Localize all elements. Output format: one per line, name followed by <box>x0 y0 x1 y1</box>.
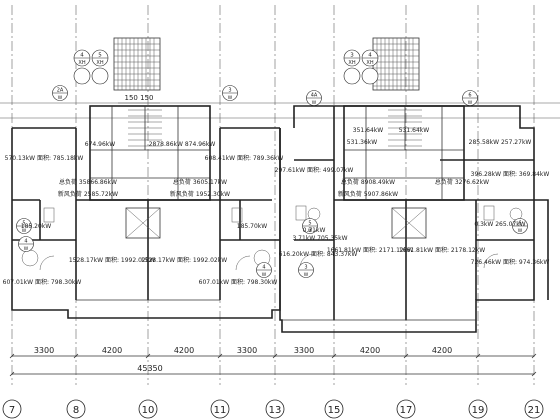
room-load-label: 总负荷 3605.17kW <box>173 178 227 186</box>
dimension-value: 3300 <box>237 346 257 355</box>
axis-bubble <box>468 399 488 419</box>
detail-tag-number: 3 <box>350 53 354 59</box>
section-tag-sheet: W <box>24 246 29 252</box>
section-tag-number: 6 <box>468 93 471 99</box>
building-walls <box>11 105 549 333</box>
detail-tag-number: 4 <box>80 53 84 59</box>
room-load-label: 0.3kW 265.07kW <box>474 221 525 228</box>
detail-tag-sheet: XH <box>96 60 103 66</box>
section-tag-sheet: W <box>58 95 63 101</box>
room-load-label: 351.64kW <box>353 127 383 134</box>
axis-bubble <box>324 399 344 419</box>
section-tag-sheet: W <box>262 272 267 278</box>
room-load-label: 新风负荷 2585.72kW <box>58 190 118 198</box>
room-load-label: 396.28kW 面积: 369.84kW <box>471 170 550 178</box>
dimension-value: 3300 <box>294 346 314 355</box>
section-tag-number: 2A <box>57 88 64 94</box>
axis-number: 11 <box>214 405 227 416</box>
balcony-grilles <box>113 37 420 91</box>
axis-bubble <box>2 399 22 419</box>
section-tag-sheet: W <box>304 272 309 278</box>
dimension-value: 3300 <box>34 346 54 355</box>
dimension-value: 4200 <box>360 346 380 355</box>
section-tag-sheet: W <box>312 100 317 106</box>
axis-number: 8 <box>73 405 79 416</box>
detail-tag-sheet: XH <box>78 60 85 66</box>
detail-tag-number: 5 <box>98 53 102 59</box>
section-tag-number: 4A <box>311 93 318 99</box>
section-tag-sheet: W <box>468 100 473 106</box>
axis-number: 15 <box>328 405 341 416</box>
dimension-value: 4200 <box>432 346 452 355</box>
room-load-label: 531.36kW <box>347 139 377 146</box>
section-tag-number: 6 <box>518 221 521 227</box>
top-dimension: 150 150 <box>125 94 154 102</box>
room-load-label: 1528.17kW 面积: 1992.02kW <box>69 256 155 264</box>
room-load-label: 607.01kW 面积: 798.30kW <box>199 278 278 286</box>
section-tag-sheet: W <box>518 228 523 234</box>
dimension-value: 4200 <box>102 346 122 355</box>
section-tag-number: 4 <box>262 265 265 271</box>
room-load-label: 总负荷 35866.86kW <box>59 178 117 186</box>
axis-bubble <box>265 399 285 419</box>
room-load-label: 1661.81kW 面积: 2171.12kW <box>327 246 413 254</box>
axis-number: 13 <box>269 405 282 416</box>
room-load-label: 1661.81kW 面积: 2178.12kW <box>399 246 485 254</box>
detail-tag-circle <box>91 67 109 85</box>
room-load-label: 616.20kW 面积: 843.37kW <box>279 250 358 258</box>
dimension-value: 4200 <box>174 346 194 355</box>
room-load-label: 531.64kW <box>399 127 429 134</box>
room-load-label: 297.61kW 面积: 499.07kW <box>275 166 354 174</box>
axis-bubbles: 7 8 10 11 13 15 17 19 21 <box>2 399 544 419</box>
section-tag-number: 5 <box>308 221 311 227</box>
room-load-label: 726.46kW 面积: 974.36kW <box>471 258 550 266</box>
total-dimension: 45350 <box>137 364 162 373</box>
axis-number: 21 <box>528 405 541 416</box>
detail-tag-number: 4 <box>368 53 372 59</box>
section-tag-number: 5 <box>22 221 25 227</box>
detail-tag-circle <box>343 67 361 85</box>
axis-bubble <box>210 399 230 419</box>
room-load-label: 总负荷 3276.62kW <box>435 178 489 186</box>
axis-bubble <box>524 399 544 419</box>
room-load-label: 608.41kW 面积: 789.36kW <box>205 154 284 162</box>
axis-number: 17 <box>400 405 413 416</box>
axis-number: 7 <box>9 405 15 416</box>
axis-number: 19 <box>472 405 485 416</box>
section-tag-sheet: W <box>22 228 27 234</box>
room-load-label: 总负荷 8908.49kW <box>341 178 395 186</box>
room-load-label: 570.13kW 面积: 785.18kW <box>5 154 84 162</box>
dimension-texts: 3300 4200 4200 3300 3300 4200 4200 45350 150 150 <box>34 94 452 373</box>
section-tag-number: 4 <box>24 239 27 245</box>
detail-tag-circle <box>73 67 91 85</box>
axis-number: 10 <box>142 405 155 416</box>
room-load-label: 1528.17kW 面积: 1992.02kW <box>141 256 227 264</box>
room-load-label: 285.58kW 257.27kW <box>469 139 532 146</box>
room-load-label: 185.20kW <box>21 223 51 230</box>
detail-tag-sheet: XH <box>366 60 373 66</box>
room-load-label: 0.71kW <box>303 227 326 234</box>
room-load-label: 3.71kW 705.35kW <box>292 235 347 242</box>
room-load-label: 674.96kW <box>85 141 115 148</box>
room-load-label: 新风负荷 1952.30kW <box>170 190 230 198</box>
section-tag-sheet: W <box>228 95 233 101</box>
room-load-label: 新风负荷 5907.86kW <box>338 190 398 198</box>
room-load-label: 607.01kW 面积: 798.30kW <box>3 278 82 286</box>
axis-bubble <box>138 399 158 419</box>
dimension-lines <box>9 102 537 377</box>
room-load-label: 185.70kW <box>237 223 267 230</box>
section-tag-number: 3 <box>228 88 231 94</box>
detail-tag-circle <box>361 67 379 85</box>
section-tag-number: 3 <box>304 265 307 271</box>
axis-bubble <box>396 399 416 419</box>
section-tag-sheet: W <box>308 228 313 234</box>
room-load-label: 2878.86kW 874.96kW <box>149 141 216 148</box>
detail-tag-sheet: XH <box>348 60 355 66</box>
axis-bubble <box>66 399 86 419</box>
